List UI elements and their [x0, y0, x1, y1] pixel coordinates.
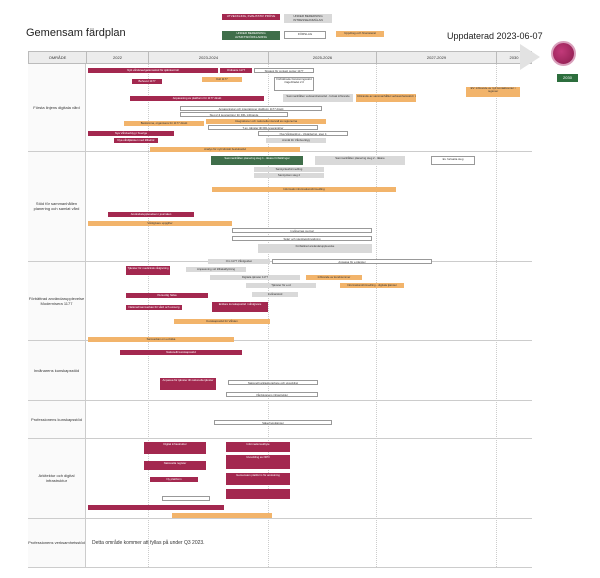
grid-line: [496, 64, 497, 567]
row-label: Professionens kunskapsstöd: [28, 400, 86, 438]
timeline-bar[interactable]: Samtyckesförmedling: [254, 167, 324, 172]
header-col: 2023-2024: [149, 52, 269, 63]
row-label: Förbättrad användarupplevelse Moderniser…: [28, 261, 86, 340]
timeline-bar[interactable]: Anpassning av plattform för 1177 direkt: [130, 96, 264, 101]
timeline-bar[interactable]: Sammanhållen planering steg 1 - läkare f…: [211, 156, 303, 165]
grid-line: [376, 64, 377, 567]
grid-line: [268, 64, 269, 567]
timeline-bar[interactable]: Säkerhetstjänster: [214, 420, 332, 425]
row-divider: [28, 518, 532, 519]
timeline-bar[interactable]: Samverkan om e-hälsa: [88, 337, 234, 342]
timeline-bar[interactable]: Nationellt kunskapsstöd: [120, 350, 242, 355]
timeline-bar[interactable]: Digitala tjänster 1177: [210, 275, 300, 280]
header-col: 2027-2029: [377, 52, 497, 63]
timeline-bar[interactable]: Förbättrade hänvisningsstöd i lägerblade…: [274, 77, 314, 91]
timeline-bar[interactable]: Nationellt arkitekturarbete och utveckli…: [228, 380, 318, 385]
timeline-bar[interactable]: Användarupplevelsen i journalen: [108, 212, 194, 217]
timeline-bar[interactable]: Tjänster för medicinsk rådgivning: [126, 266, 170, 275]
section-note: Detta område kommer att fyllas på under …: [92, 540, 205, 546]
timeline-bar[interactable]: Anpassa för tjänster till nationella tjä…: [160, 378, 216, 390]
timeline-header: OMRÅDE 2022 2023-2024 2025-2026 2027-202…: [28, 51, 532, 64]
row-label: Första linjens digitala vård: [28, 64, 86, 151]
legend-item: Uppdrag och finansierat: [336, 31, 384, 37]
timeline-bar[interactable]: Införande av kundnummer: [306, 275, 362, 280]
timeline-bar[interactable]: Integrationer och nationella intervall a…: [206, 119, 326, 124]
timeline-bar[interactable]: [88, 505, 224, 510]
timeline-bar[interactable]: EV: införande av nytt kontaktcenter i re…: [466, 87, 520, 97]
timeline-bar[interactable]: Ev. fortsatta steg: [431, 156, 475, 165]
timeline-bar[interactable]: Behovet 1177: [132, 79, 162, 84]
timeline-bar[interactable]: Enklare kunskapsstöd i vårdgivare: [212, 302, 268, 312]
timeline-bar[interactable]: Nationell samverkan för vård och omsorg: [126, 305, 182, 310]
timeline-bar[interactable]: Strategi för contact center 1177: [254, 68, 314, 73]
timeline-bar[interactable]: Informativ informationsförmedling: [212, 187, 396, 192]
timeline-bar[interactable]: Informationsförmedling - digitala tjänst…: [340, 283, 404, 288]
row-label: Stöd för sammanhållen planering och saml…: [28, 151, 86, 261]
timeline-bar[interactable]: Gemensam plattform för anslutning: [226, 473, 290, 485]
timeline-bar[interactable]: Bestämma, organisera för 1177 direkt: [124, 121, 204, 126]
timeline-bar[interactable]: Digital infrastruktur: [144, 442, 206, 454]
row-divider: [28, 400, 532, 401]
timeline-bar[interactable]: Förbättrad användarupplevelse: [258, 244, 372, 253]
header-area: OMRÅDE: [29, 52, 87, 63]
timeline-bar[interactable]: Nytt vårdsnavigationsstöd för självkontr…: [88, 68, 218, 73]
row-divider: [28, 340, 532, 341]
timeline-bar[interactable]: Anpassa för e-tjänster: [272, 259, 432, 264]
legend-item: UNDER BEREDNING INTRESSEANMÄLAN: [284, 14, 332, 24]
legend-item: UNDER BEREDNING AVSIKTSFÖRKLARING: [222, 31, 280, 41]
header-col: 2025-2026: [269, 52, 377, 63]
timeline-bar[interactable]: Spärr och identitetsförvaltning: [232, 236, 372, 241]
goal-label: 2030: [557, 74, 578, 82]
timeline-bar[interactable]: Anmäl för Vårdverktyg: [266, 138, 326, 143]
timeline-bar[interactable]: Vårdgivarens infrastruktur: [226, 392, 318, 397]
timeline-bar[interactable]: Ny plattform: [150, 477, 198, 482]
timeline-bar[interactable]: Invånarstöd: [252, 292, 298, 297]
timeline-bar[interactable]: Anpassningar och integrationer plattform…: [180, 106, 322, 111]
goal-ball: [551, 41, 576, 66]
timeline-bar[interactable]: Samtycken steg 2: [254, 173, 324, 178]
timeline-bar[interactable]: Införande av sammanhållet verksamhetsstö…: [356, 94, 416, 102]
timeline-bar[interactable]: Anpassning vid tillbakaflyttning: [186, 267, 246, 272]
timeline-bar[interactable]: Tjänster för e-id: [246, 283, 316, 288]
timeline-bar[interactable]: Invånarnas journal: [232, 228, 372, 233]
timeline-bar[interactable]: Personlig hälsa: [126, 293, 208, 298]
legend-item: FÖRSLAG: [284, 31, 326, 39]
timeline-bar[interactable]: [172, 513, 272, 518]
timeline-bar[interactable]: Koll 1177: [202, 77, 242, 82]
timeline-bar[interactable]: Informationsutbyte: [226, 442, 290, 452]
timeline-bar[interactable]: [226, 489, 290, 499]
timeline-bar[interactable]: Kunskapsstöd för Vården: [174, 319, 270, 324]
row-divider: [28, 567, 532, 568]
header-col: 2022: [87, 52, 149, 63]
page-title: Gemensam färdplan: [26, 27, 126, 39]
timeline-bar[interactable]: Nya vårdtjänster med tillbehör: [114, 138, 158, 143]
timeline-bar[interactable]: Vårdgivare uppgifter: [88, 221, 232, 226]
timeline-bar[interactable]: T.ex. tjänster till DFL leverantörer: [208, 125, 318, 130]
grid-line: [148, 64, 149, 567]
timeline-bar[interactable]: Nya Vårdverktyg i Sverige: [88, 131, 174, 136]
timeline-bar[interactable]: Utveckling av NPÖ: [226, 455, 290, 469]
header-col: 2030: [509, 55, 519, 60]
row-label: Arkitektur och digital infrastruktur: [28, 438, 86, 518]
arrow-icon: [520, 44, 540, 70]
timeline-bar[interactable]: Sammanhållen planering steg 2 - läkare: [315, 156, 405, 165]
timeline-bar[interactable]: Analys för nytt kliniskt beslutsstöd: [150, 147, 300, 152]
timeline-bar[interactable]: Ordinarie 1177: [220, 68, 252, 73]
updated-date: Uppdaterad 2023-06-07: [447, 31, 543, 41]
row-divider: [28, 438, 532, 439]
legend-item: UTVECKLING, KVALITATIV PRÖVE: [222, 14, 280, 20]
timeline-bar[interactable]: Steg 2-3 leverantörer för DFL införande: [180, 112, 288, 117]
timeline-bar[interactable]: Nationella register: [144, 461, 206, 470]
row-label: Professionens verksamhetsstöd: [28, 518, 86, 567]
timeline-bar[interactable]: Sammanhållen verksamhetsstöd - fortsat i…: [283, 94, 353, 102]
timeline-bar[interactable]: Om 1177 Vårdguiden: [208, 259, 270, 264]
row-label: Invånarens kunskapsstöd: [28, 340, 86, 400]
timeline-bar[interactable]: [162, 496, 210, 501]
timeline-bar[interactable]: Nya Vårdverktyg - Utvärdering, steg 4: [258, 131, 348, 136]
